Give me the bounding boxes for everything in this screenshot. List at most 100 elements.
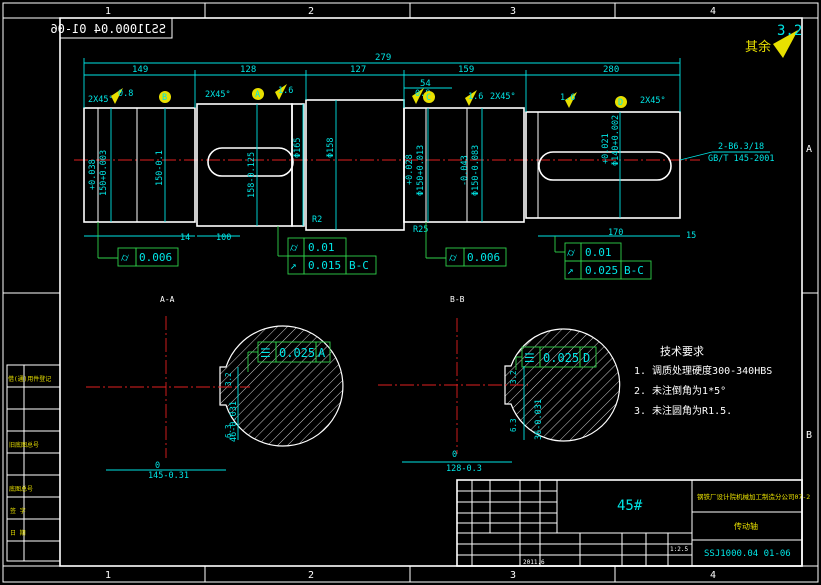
tol-frame-3-value: 0.015	[308, 259, 341, 272]
dim-280: 280	[603, 65, 619, 75]
section-aa-datum: A	[318, 346, 326, 360]
tol-frame-2-symbol: ⌭	[290, 241, 298, 254]
radius-r2: R2	[312, 215, 322, 225]
svg-text:-0.043: -0.043	[460, 155, 470, 186]
svg-text:Φ150-0.083: Φ150-0.083	[471, 145, 481, 196]
zone-top-3: 3	[510, 6, 516, 17]
zone-bottom-1: 1	[105, 570, 111, 581]
section-aa-title: A-A	[160, 295, 175, 304]
svg-text:+0.028: +0.028	[405, 154, 415, 185]
tol-frame-6-datum: B-C	[624, 264, 644, 277]
mirrored-drawing-number: SSJ1000.04 01-06	[50, 17, 173, 39]
svg-text:签 字: 签 字	[10, 507, 26, 515]
svg-text:借(通)用件登记: 借(通)用件登记	[8, 375, 51, 383]
svg-text:Φ158: Φ158	[326, 138, 336, 158]
material: 45#	[617, 498, 643, 514]
zone-top-4: 4	[710, 6, 716, 17]
zone-bottom-2: 2	[308, 570, 314, 581]
tol-frame-1-value: 0.006	[139, 251, 172, 264]
svg-text:底图总号: 底图总号	[9, 485, 33, 493]
tol-frame-3-symbol: ↗	[290, 259, 297, 272]
shaft-seg-1	[83, 107, 196, 223]
section-bb-shape	[504, 328, 621, 442]
svg-text:158-0.125: 158-0.125	[247, 152, 257, 198]
svg-text:3.2: 3.2	[777, 23, 802, 39]
shaft-seg-4	[403, 107, 525, 223]
requirement-3: 3. 未注圆角为R1.5.	[634, 404, 732, 417]
datum-b: B	[162, 93, 167, 103]
dim-128: 128	[240, 65, 256, 75]
shaft-seg-5	[525, 111, 681, 219]
svg-text:150+0.003: 150+0.003	[99, 150, 109, 196]
keyway-a	[207, 147, 294, 177]
zone-right-a: A	[806, 144, 812, 155]
top-dimensions: 279 149 128 127 159 280 54	[83, 53, 681, 112]
section-b-b: B-B ☰ 0.025 D 0 128-0.3 36-0.031 3.2 6.3	[378, 295, 621, 474]
chamfer-3: 2X45°	[490, 92, 516, 102]
chamfer-1: 2X45°	[88, 95, 114, 105]
section-aa-rough2: 6.3	[224, 424, 233, 438]
tolerance-frames: ⌭ 0.006 ⌭ 0.01 ↗ 0.015 B-C ⌭ 0.006 ⌭ 0.0…	[97, 222, 652, 280]
svg-text:Φ150+0.013: Φ150+0.013	[416, 145, 426, 196]
left-strip: 借(通)用件登记 旧底图总号 底图总号 签 字 日 期	[6, 364, 61, 562]
roughness-3: 0.8	[415, 89, 430, 99]
zone-top-2: 2	[308, 6, 314, 17]
chamfer-4: 2X45°	[640, 96, 666, 106]
tol-frame-1-symbol: ⌭	[121, 251, 129, 264]
section-bb-tol: 0.025	[543, 351, 579, 365]
requirement-1: 1. 调质处理硬度300-340HBS	[634, 364, 772, 377]
tol-frame-2-value: 0.01	[308, 241, 335, 254]
tol-frame-4-value: 0.006	[467, 251, 500, 264]
datum-c: C	[426, 93, 431, 103]
scale: 1:2.5	[670, 546, 688, 553]
zone-bottom-4: 4	[710, 570, 716, 581]
svg-text:其余: 其余	[745, 39, 771, 55]
svg-text:+0.021: +0.021	[601, 133, 611, 164]
svg-text:☰: ☰	[260, 346, 271, 360]
dim-149: 149	[132, 65, 148, 75]
shaft-seg-2	[196, 103, 293, 227]
dim-159: 159	[458, 65, 474, 75]
datum-a: A	[255, 90, 260, 100]
requirement-2: 2. 未注倒角为1*5°	[634, 384, 726, 397]
shaft-main-view	[74, 99, 700, 231]
dim-127: 127	[350, 65, 366, 75]
surface-finish-default: 其余 3.2	[745, 23, 802, 58]
roughness-5: 1.6	[560, 93, 575, 103]
tol-frame-3-datum: B-C	[349, 259, 369, 272]
section-aa-tol: 0.025	[279, 346, 315, 360]
tol-frame-4-symbol: ⌭	[449, 251, 457, 264]
shaft-seg-3	[305, 99, 405, 231]
zone-labels: 1 2 3 4 1 2 3 4 A B	[105, 6, 812, 581]
svg-text:GB/T 145-2001: GB/T 145-2001	[708, 154, 775, 164]
section-aa-zero: 0	[155, 461, 160, 471]
svg-text:Φ140+0.002: Φ140+0.002	[611, 115, 621, 166]
keyway-b	[538, 151, 672, 181]
section-bb-depth: 36-0.031	[534, 399, 544, 440]
svg-text:150-0.1: 150-0.1	[155, 150, 165, 186]
surface-annotations: 2X45° 2X45° 2X45° 2X45° 0.8 1.6 0.8 1.6 …	[88, 84, 666, 108]
roughness-1: 0.8	[118, 89, 133, 99]
tol-frame-5-symbol: ⌭	[567, 246, 575, 259]
section-bb-rough: 3.2	[509, 370, 518, 384]
section-a-a: A-A ☰ 0.025 A 0 145-0.31 46-0.031 3.2 6.…	[86, 295, 344, 481]
chamfer-2: 2X45°	[205, 90, 231, 100]
section-aa-depth: 46-0.031	[229, 401, 239, 442]
dim-14: 14	[180, 233, 190, 243]
section-aa-rough: 3.2	[224, 372, 233, 386]
dim-total: 279	[375, 53, 391, 63]
radius-r25: R25	[413, 225, 428, 235]
svg-text:Φ165: Φ165	[293, 138, 303, 158]
title-block: 45# 钢铁厂设计院机械加工制造分公司07-2 传动轴 SSJ1000.04 0…	[456, 479, 810, 567]
svg-text:2-B6.3/18: 2-B6.3/18	[718, 142, 764, 152]
roughness-2: 1.6	[278, 86, 293, 96]
svg-text:日 期: 日 期	[10, 529, 26, 537]
svg-text:SSJ1000.04 01-06: SSJ1000.04 01-06	[50, 22, 166, 36]
svg-text:+0.038: +0.038	[88, 159, 98, 190]
date: 2011.6	[523, 559, 545, 566]
section-bb-datum: D	[583, 351, 590, 365]
section-aa-width: 145-0.31	[148, 471, 189, 481]
tol-frame-6-symbol: ↗	[567, 264, 574, 277]
dim-54: 54	[420, 79, 431, 89]
